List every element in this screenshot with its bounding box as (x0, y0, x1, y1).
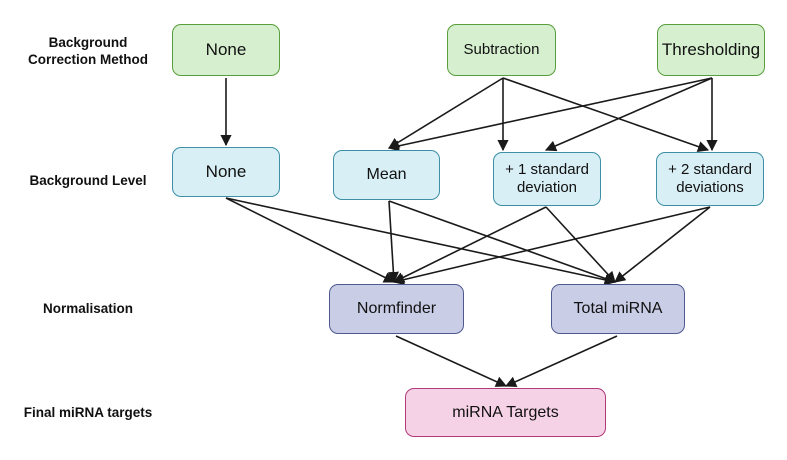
edge-arrow-4 (387, 77, 713, 152)
node-subtraction: Subtraction (447, 24, 556, 76)
edge-arrow-1 (388, 77, 504, 149)
node-sd1: + 1 standard deviation (493, 152, 601, 206)
node-thresholding: Thresholding (657, 24, 765, 76)
edge-arrow-9 (387, 200, 399, 284)
edge-arrow-7 (225, 197, 396, 283)
node-mirna-targets: miRNA Targets (405, 388, 606, 437)
row-label-targets: Final miRNA targets (23, 405, 153, 420)
row-label-method: Background Correction Method (28, 35, 148, 67)
node-normfinder: Normfinder (329, 284, 464, 334)
node-total-mirna: Total miRNA (551, 284, 685, 334)
edge-arrow-11 (392, 206, 547, 283)
edge-arrow-8 (225, 197, 617, 286)
node-level-none: None (172, 147, 280, 197)
edge-arrow-13 (392, 206, 711, 286)
edge-arrow-16 (504, 335, 618, 387)
node-sd2: + 2 standard deviations (656, 152, 764, 206)
edge-arrow-12 (545, 206, 616, 283)
node-mean: Mean (333, 150, 440, 200)
edge-arrow-15 (395, 335, 508, 387)
edge-arrow-14 (614, 206, 711, 283)
edge-arrow-3 (502, 77, 710, 152)
edge-arrow-10 (388, 200, 617, 284)
row-label-normalisation: Normalisation (42, 301, 134, 316)
edge-arrow-5 (544, 77, 713, 152)
node-method-none: None (172, 24, 280, 76)
row-label-level: Background Level (29, 173, 147, 188)
